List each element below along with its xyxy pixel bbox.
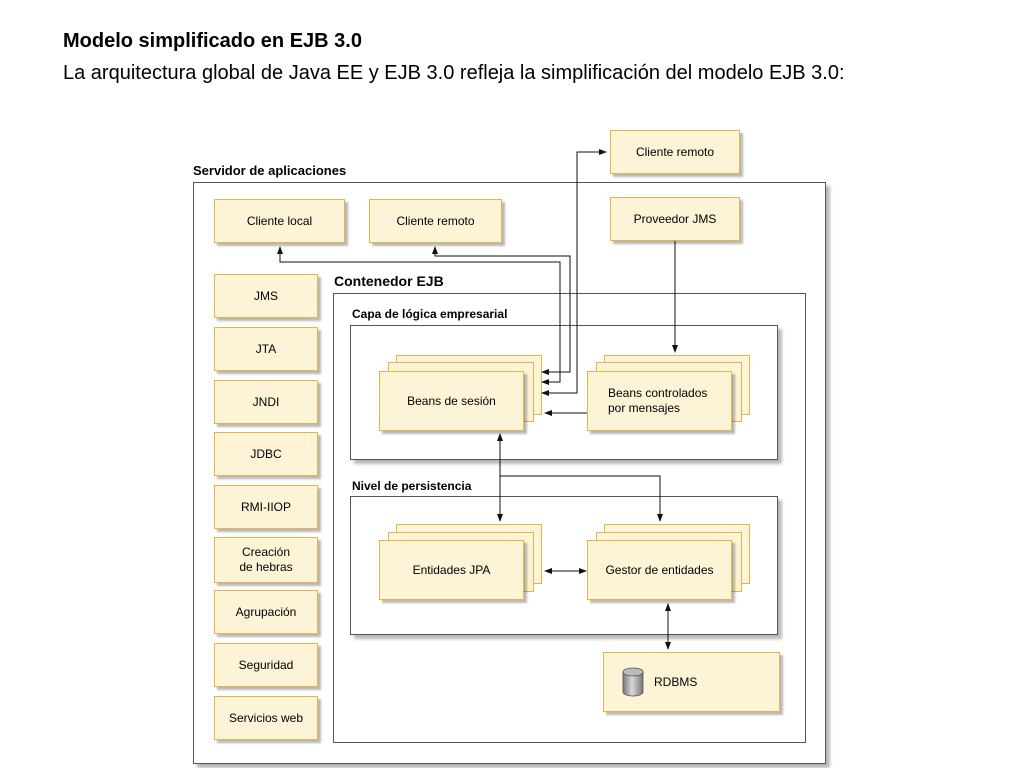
arrow-session-manager bbox=[500, 475, 663, 522]
external-remote-client-box: Cliente remoto bbox=[610, 130, 740, 174]
session-beans-label: Beans de sesión bbox=[407, 393, 496, 408]
entity-manager-label: Gestor de entidades bbox=[605, 562, 714, 577]
jpa-entities-label: Entidades JPA bbox=[412, 562, 491, 577]
arrow-local-client bbox=[277, 246, 561, 385]
arrow-remote-client bbox=[432, 246, 571, 375]
app-server-label: Servidor de aplicaciones bbox=[193, 163, 347, 178]
local-client-label: Cliente local bbox=[246, 213, 313, 228]
service-label: Agrupación bbox=[235, 604, 297, 619]
service-box: RMI-IIOP bbox=[214, 485, 318, 529]
database-icon bbox=[622, 667, 644, 697]
service-label: Creación de hebras bbox=[239, 545, 293, 574]
service-box: Seguridad bbox=[214, 643, 318, 687]
entity-manager-box: Gestor de entidades bbox=[587, 540, 732, 600]
service-box: Servicios web bbox=[214, 696, 318, 740]
service-label: Servicios web bbox=[228, 710, 304, 725]
service-label: JMS bbox=[254, 288, 278, 303]
rdbms-box: RDBMS bbox=[603, 652, 780, 712]
service-label: JDBC bbox=[250, 446, 282, 461]
service-label: JNDI bbox=[252, 394, 280, 409]
slide-title: Modelo simplificado en EJB 3.0 bbox=[63, 30, 362, 52]
service-label: RMI-IIOP bbox=[241, 499, 291, 514]
service-box: Creación de hebras bbox=[214, 537, 318, 583]
jms-provider-label: Proveedor JMS bbox=[633, 211, 717, 226]
jms-provider-box: Proveedor JMS bbox=[610, 197, 740, 241]
persistence-layer-label: Nivel de persistencia bbox=[352, 479, 472, 493]
arrow-external-remote-client bbox=[541, 149, 607, 396]
message-beans-label: Beans controlados por mensajes bbox=[608, 386, 708, 415]
service-label: JTA bbox=[255, 341, 277, 356]
external-remote-client-label: Cliente remoto bbox=[635, 144, 715, 159]
service-box: JNDI bbox=[214, 380, 318, 424]
rdbms-label: RDBMS bbox=[654, 674, 698, 689]
service-label: Seguridad bbox=[238, 657, 294, 672]
remote-client-box: Cliente remoto bbox=[369, 199, 502, 243]
service-box: JDBC bbox=[214, 432, 318, 476]
service-box: Agrupación bbox=[214, 590, 318, 634]
remote-client-label: Cliente remoto bbox=[396, 213, 475, 228]
slide-subtitle: La arquitectura global de Java EE y EJB … bbox=[63, 62, 845, 84]
local-client-box: Cliente local bbox=[214, 199, 345, 243]
jpa-entities-box: Entidades JPA bbox=[379, 540, 524, 600]
message-beans-box: Beans controlados por mensajes bbox=[587, 371, 732, 431]
